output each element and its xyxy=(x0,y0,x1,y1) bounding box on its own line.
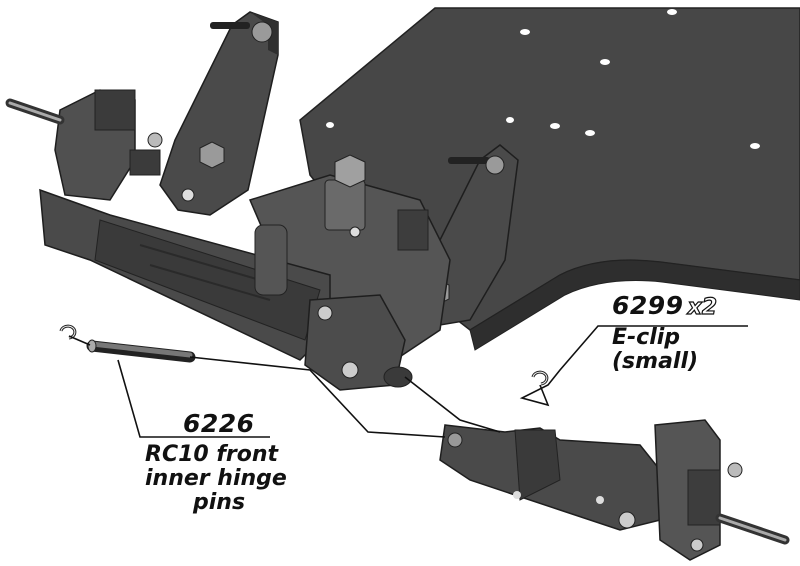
part-description-line: RC10 front xyxy=(145,442,279,467)
quantity-badge: x2 xyxy=(687,295,718,320)
left-steering-hub xyxy=(5,89,163,201)
mounted-arm-pivot xyxy=(304,294,413,391)
e-clip-left xyxy=(59,324,77,340)
part-number: 6226 xyxy=(183,409,255,438)
detached-front-arm xyxy=(439,424,661,531)
right-steering-hub xyxy=(654,419,790,561)
hinge-pin xyxy=(86,339,196,363)
part-label-6226: 6226 RC10 front inner hinge pins xyxy=(145,410,305,514)
part-description-line: (small) xyxy=(612,348,699,374)
e-clip-right xyxy=(531,370,549,386)
part-description-line: E-clip xyxy=(612,324,681,350)
part-description-line: pins xyxy=(193,489,246,515)
front-bumper xyxy=(39,188,331,361)
part-number: 6299 xyxy=(612,291,684,320)
chassis-holes xyxy=(326,9,760,149)
part-description-line: inner hinge xyxy=(145,465,287,491)
left-shock-tower xyxy=(159,11,279,216)
leader-lines xyxy=(68,325,748,438)
